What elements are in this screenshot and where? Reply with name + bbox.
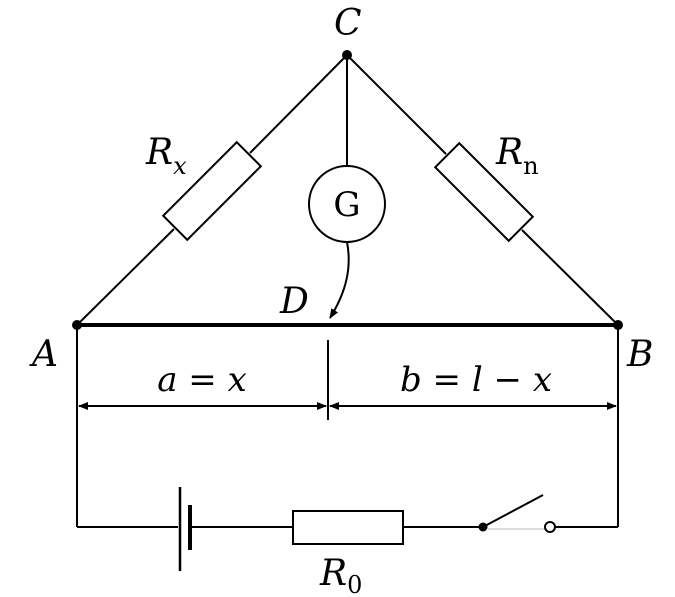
dimension-label-b: b = l − x	[400, 360, 552, 400]
dimension-label-a: a = x	[157, 360, 247, 400]
wire-rx-to-c	[249, 54, 348, 154]
galvanometer-label: G	[333, 185, 360, 225]
wire-c-to-rn	[346, 54, 447, 155]
resistor-rx-label: Rx	[145, 132, 187, 180]
resistor-rx	[161, 140, 263, 242]
resistor-rn-label: Rn	[495, 132, 539, 180]
wire-rn-to-b	[521, 229, 619, 326]
node-b-label: B	[626, 334, 653, 375]
node-c-label: C	[334, 3, 362, 44]
wire-a-to-rx	[76, 228, 175, 326]
switch-blade	[482, 494, 544, 528]
node-d-label: D	[279, 281, 309, 322]
sliding-contact-wire	[329, 241, 350, 319]
switch-contact	[544, 521, 556, 533]
resistor-rn	[433, 141, 535, 243]
resistor-r0-label: R0	[319, 553, 362, 597]
resistor-r0	[292, 510, 404, 545]
node-a-label: A	[29, 334, 58, 375]
node-c-dot	[342, 50, 352, 60]
